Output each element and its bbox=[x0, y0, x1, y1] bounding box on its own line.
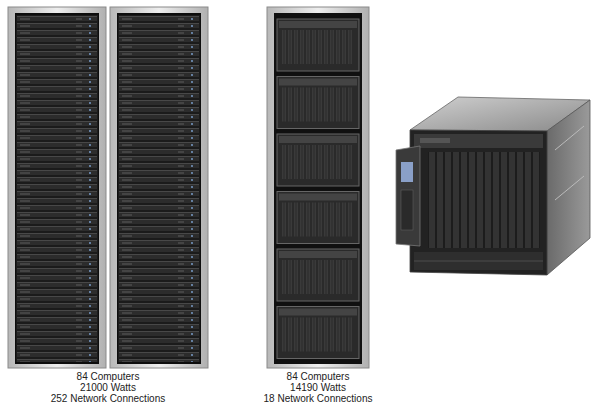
blade-rack bbox=[267, 7, 369, 368]
chassis-top bbox=[279, 136, 357, 143]
chassis-top bbox=[279, 309, 357, 316]
blade-chassis bbox=[277, 134, 359, 186]
chassis-top bbox=[279, 21, 357, 28]
server-rack bbox=[110, 7, 208, 368]
caption-line: 84 Computers bbox=[77, 371, 140, 383]
chassis-top bbox=[279, 251, 357, 258]
caption-line: 84 Computers bbox=[287, 371, 350, 383]
caption-line: 14190 Watts bbox=[290, 382, 346, 394]
blade-chassis bbox=[277, 192, 359, 244]
blade-slots bbox=[281, 318, 353, 352]
blade-slots bbox=[281, 203, 353, 237]
blade-chassis bbox=[277, 19, 359, 71]
server-rack bbox=[8, 7, 106, 368]
blade-chassis bbox=[277, 307, 359, 359]
caption-line: 252 Network Connections bbox=[51, 393, 166, 405]
caption-line: 18 Network Connections bbox=[264, 393, 373, 405]
blade-chassis bbox=[396, 97, 590, 275]
chassis-top bbox=[279, 194, 357, 201]
blade-chassis bbox=[277, 249, 359, 301]
blade-slots bbox=[281, 145, 353, 179]
caption-line: 21000 Watts bbox=[80, 382, 136, 394]
blade-slots bbox=[281, 260, 353, 294]
blade-chassis bbox=[277, 77, 359, 129]
blade-slots bbox=[281, 30, 353, 64]
blade-slots bbox=[281, 88, 353, 122]
chassis-top bbox=[279, 79, 357, 86]
